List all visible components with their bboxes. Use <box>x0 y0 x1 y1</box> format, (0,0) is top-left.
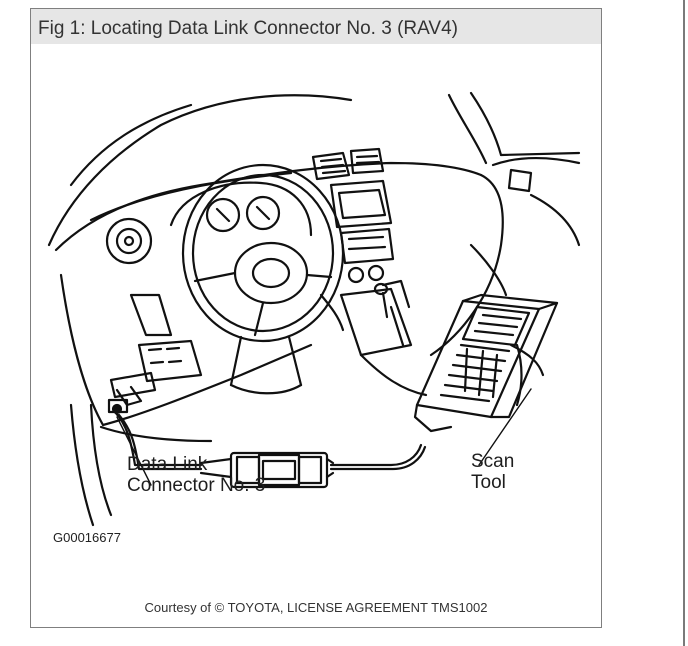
figure-title: Fig 1: Locating Data Link Connector No. … <box>38 18 458 39</box>
page-edge-rule <box>683 0 685 646</box>
instrument-cluster <box>169 181 313 237</box>
windshield-frame <box>47 91 581 247</box>
figure-header: Fig 1: Locating Data Link Connector No. … <box>31 9 601 44</box>
figure-panel: Fig 1: Locating Data Link Connector No. … <box>30 8 602 628</box>
connection-cable <box>111 403 427 471</box>
scan-tool-label: Scan Tool <box>471 451 514 493</box>
dlc-label-line1: Data Link <box>127 454 208 475</box>
courtesy-note: Courtesy of © TOYOTA, LICENSE AGREEMENT … <box>144 600 488 615</box>
lower-dash <box>69 385 213 527</box>
dashboard-line-drawing <box>47 91 581 527</box>
dashboard-body <box>54 156 581 427</box>
scan-tool-label-line2: Tool <box>471 472 506 493</box>
figure-code: G00016677 <box>53 530 121 545</box>
connector-adapter-drawing <box>199 451 335 489</box>
scan-tool-label-line1: Scan <box>471 451 515 472</box>
dlc-label: Data Link Connector No. 3 <box>127 454 265 496</box>
scan-tool-drawing <box>413 293 559 433</box>
dlc-label-line2: Connector No. 3 <box>127 475 266 496</box>
leader-lines <box>116 388 532 486</box>
steering-wheel-drawing <box>181 163 345 395</box>
